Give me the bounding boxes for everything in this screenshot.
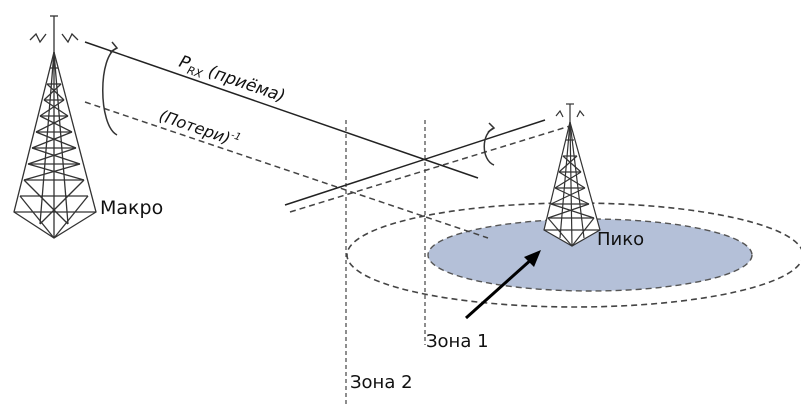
macro-loss-line — [84, 101, 489, 239]
prx-sub: RX — [185, 64, 204, 81]
zone1-label: Зона 1 — [426, 331, 489, 352]
outer-range-ellipse — [346, 202, 801, 308]
prx-label: PRX (приёма) — [176, 52, 288, 109]
macro-prx-line — [84, 41, 479, 179]
loss-label: (Потери)-1 — [157, 106, 243, 151]
pico-prx-line — [284, 119, 546, 206]
zone2-label: Зона 2 — [350, 372, 413, 393]
macro-tower-icon — [13, 15, 97, 239]
pico-rotation-arc-icon — [483, 122, 496, 166]
macro-rotation-arc-icon — [102, 41, 119, 136]
prx-suffix: (приёма) — [200, 60, 287, 107]
macro-label: Макро — [100, 197, 163, 219]
zone1-arrow-icon — [464, 250, 541, 320]
pico-loss-line — [289, 125, 571, 213]
pico-label: Пико — [597, 229, 644, 250]
loss-sup: -1 — [229, 130, 242, 144]
loss-main: (Потери) — [157, 106, 233, 148]
pico-tower-icon — [543, 103, 601, 247]
